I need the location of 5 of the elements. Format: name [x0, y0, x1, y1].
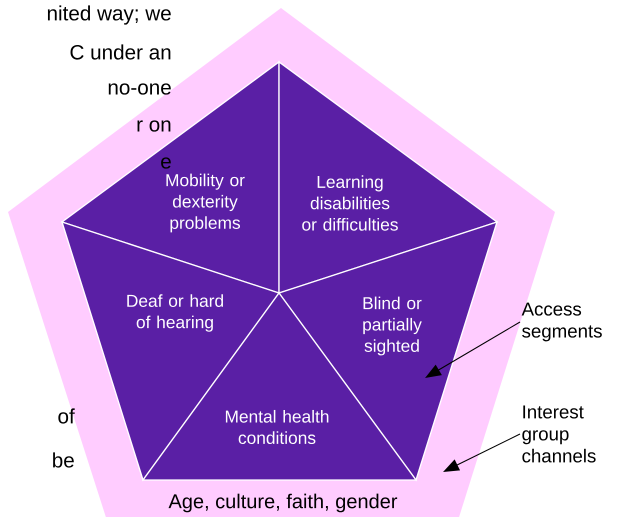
cut-off-text: no-one	[108, 83, 171, 95]
cut-off-text: nited way; we	[48, 5, 171, 25]
cut-off-text: e	[161, 157, 171, 169]
cut-off-text: of	[58, 408, 75, 424]
cut-off-text: r on	[138, 120, 170, 132]
